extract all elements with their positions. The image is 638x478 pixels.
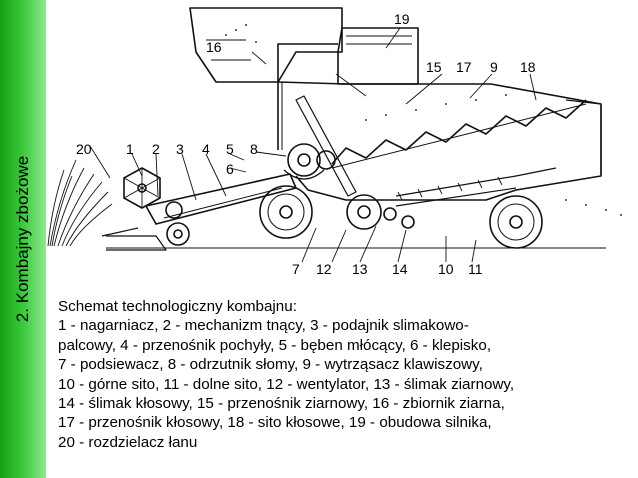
label-14: 14 <box>392 261 408 277</box>
label-9: 9 <box>490 59 498 75</box>
upper-sieve <box>395 167 557 197</box>
caption-title: Schemat technologiczny kombajnu: <box>58 298 297 315</box>
label-13: 13 <box>352 261 368 277</box>
vertical-title: 2. Kombajny zbożowe <box>13 155 32 323</box>
caption: Schemat technologiczny kombajnu: 1 - nag… <box>58 297 633 452</box>
fan <box>346 194 382 230</box>
auger <box>166 222 190 246</box>
material-dots <box>225 24 622 216</box>
caption-line: 1 - nagarniacz, 2 - mechanizm tnący, 3 -… <box>58 317 469 335</box>
caption-line: 17 - przenośnik kłosowy, 18 - sito kłoso… <box>58 414 492 432</box>
caption-line: 10 - górne sito, 11 - dolne sito, 12 - w… <box>58 375 515 393</box>
label-4: 4 <box>202 141 210 157</box>
label-8: 8 <box>250 141 258 157</box>
label-15: 15 <box>426 59 442 75</box>
lower-sieve <box>395 187 517 207</box>
label-20: 20 <box>76 141 92 157</box>
crop-divider <box>101 227 139 237</box>
label-10: 10 <box>438 261 454 277</box>
label-17: 17 <box>456 59 472 75</box>
straw-beater <box>316 150 336 170</box>
label-18: 18 <box>520 59 536 75</box>
grain-tank <box>189 7 343 83</box>
label-6: 6 <box>226 161 234 177</box>
tailings-auger <box>401 215 415 229</box>
combine-harvester-diagram: 19 16 15 17 9 18 20 1 2 3 4 5 6 8 7 12 1… <box>47 7 622 277</box>
reel <box>123 167 161 209</box>
title-sidebar: 2. Kombajny zbożowe <box>0 0 46 478</box>
diagram-labels: 19 16 15 17 9 18 20 1 2 3 4 5 6 8 7 12 1… <box>76 11 536 277</box>
threshing-drum <box>287 143 321 177</box>
grain-auger <box>383 207 397 221</box>
label-11: 11 <box>468 261 483 277</box>
crop-stalks <box>47 159 113 247</box>
caption-line: palcowy, 4 - przenośnik pochyły, 5 - bęb… <box>58 336 492 354</box>
label-5: 5 <box>226 141 234 157</box>
front-wheel <box>259 185 313 239</box>
label-2: 2 <box>152 141 160 157</box>
label-3: 3 <box>176 141 184 157</box>
label-16: 16 <box>206 39 222 55</box>
label-12: 12 <box>316 261 332 277</box>
label-1: 1 <box>126 141 134 157</box>
caption-line: 20 - rozdzielacz łanu <box>58 433 198 451</box>
label-19: 19 <box>394 11 410 27</box>
caption-line: 7 - podsiewacz, 8 - odrzutnik słomy, 9 -… <box>58 356 483 374</box>
label-7: 7 <box>292 261 300 277</box>
grain-conveyor <box>295 95 357 197</box>
caption-line: 14 - ślimak kłosowy, 15 - przenośnik zia… <box>58 395 505 413</box>
straw-walker <box>331 99 587 165</box>
